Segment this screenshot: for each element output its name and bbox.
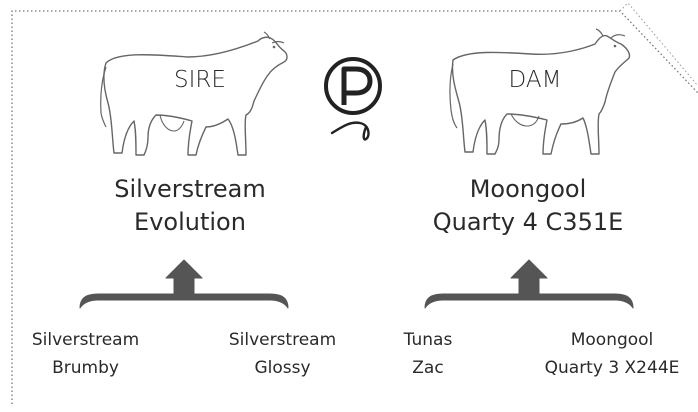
dam-brace-arrow xyxy=(424,259,634,309)
sire-label: SIRE xyxy=(174,67,226,93)
sire-parent-1-line1: Silverstream xyxy=(31,330,140,350)
sire-name-line2: Evolution xyxy=(134,208,246,236)
dam-parent-2-line1: Moongool xyxy=(570,330,654,350)
dam-label: DAM xyxy=(508,67,562,93)
poll-p-icon xyxy=(324,57,382,141)
dam-name-line1: Moongool xyxy=(469,175,587,203)
sire-parent-2-line1: Silverstream xyxy=(228,330,337,350)
sire-name-line1: Silverstream xyxy=(114,175,266,203)
dam-name-line2: Quarty 4 C351E xyxy=(432,208,624,236)
cow-outline-icon xyxy=(449,28,631,155)
dam-parent-2: Moongool Quarty 3 X244E xyxy=(528,326,696,382)
bull-outline-icon xyxy=(100,31,288,156)
dam-parent-1: Tunas Zac xyxy=(383,326,473,382)
sire-name: Silverstream Evolution xyxy=(70,173,310,239)
sire-parent-1: Silverstream Brumby xyxy=(18,326,153,382)
sire-parent-2: Silverstream Glossy xyxy=(215,326,350,382)
dam-name: Moongool Quarty 4 C351E xyxy=(408,173,648,239)
sire-brace-arrow xyxy=(79,259,289,309)
dam-parent-1-line2: Zac xyxy=(412,358,444,378)
sire-parent-2-line2: Glossy xyxy=(254,358,311,378)
dam-parent-2-line2: Quarty 3 X244E xyxy=(544,358,680,378)
sire-parent-1-line2: Brumby xyxy=(52,358,119,378)
dam-parent-1-line1: Tunas xyxy=(403,330,453,350)
